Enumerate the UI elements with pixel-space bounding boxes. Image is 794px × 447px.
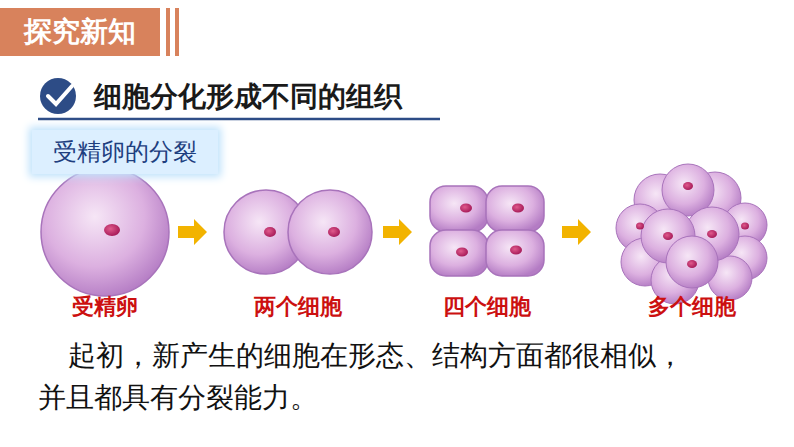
zygote (41, 168, 169, 296)
check-icon (40, 78, 76, 114)
stage-label: 两个细胞 (254, 292, 342, 322)
banner-fill (0, 8, 160, 56)
subtopic-box: 受精卵的分裂 (32, 130, 218, 174)
many-cells (616, 164, 767, 304)
body-text: 起初，新产生的细胞在形态、结构方面都很相似， 并且都具有分裂能力。 (38, 335, 708, 419)
arrow (383, 219, 412, 245)
section-banner: 探究新知 (0, 8, 160, 56)
heading-underline (38, 118, 440, 121)
arrow (562, 219, 591, 245)
slide-heading: 细胞分化形成不同的组织 (94, 78, 402, 116)
stage-label: 受精卵 (72, 292, 138, 322)
node-text: 受精卵的分裂 (53, 136, 197, 168)
banner-bar (166, 8, 170, 56)
two-cells (224, 190, 372, 274)
four-cells (430, 186, 544, 276)
banner-bar (175, 8, 179, 56)
arrow (178, 219, 207, 245)
stage-label: 四个细胞 (443, 292, 531, 322)
stage-label: 多个细胞 (648, 292, 736, 322)
check-mark (48, 86, 72, 104)
node-text: 探究新知 (24, 13, 136, 51)
